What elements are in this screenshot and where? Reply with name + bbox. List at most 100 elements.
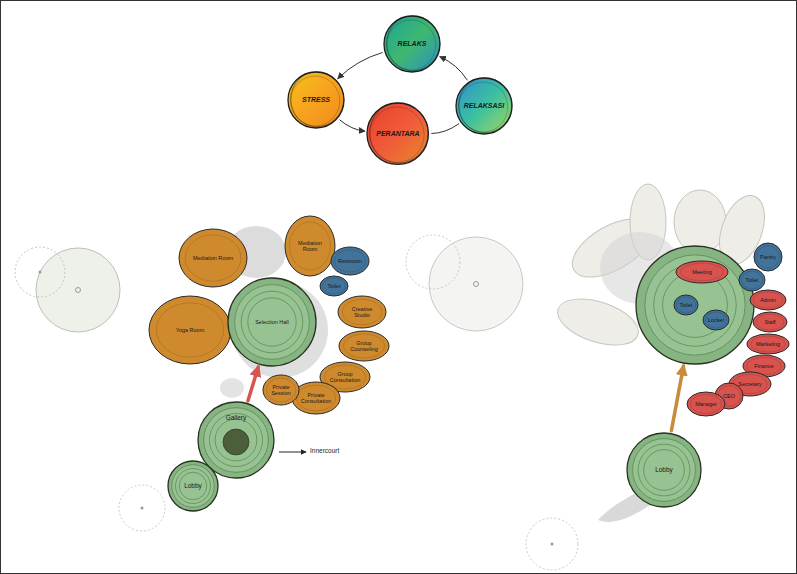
sketch-stroke xyxy=(459,82,508,132)
sketch-stroke xyxy=(291,76,340,126)
node-label: Yoga Room xyxy=(161,327,220,333)
office-bubble: Admin xyxy=(749,289,787,311)
room-bubble: Private Session xyxy=(262,374,300,406)
office-bubble: Meeting xyxy=(675,260,729,284)
text-group: Toilet xyxy=(324,283,345,289)
bubble-fill xyxy=(263,375,299,405)
sketch-stroke xyxy=(291,72,344,127)
sketch-stroke xyxy=(681,263,724,281)
text-group: RELAKSASI xyxy=(464,102,505,110)
flow-arrow xyxy=(248,367,258,401)
sketch-stroke xyxy=(387,20,436,70)
cycle-circle: STRESS xyxy=(287,71,345,129)
hall-circle: Selection Hall xyxy=(227,277,317,367)
service-bubble: Toilet xyxy=(319,275,349,297)
cycle-circle: PERANTARA xyxy=(366,102,429,165)
text-group: Lobby xyxy=(637,466,690,473)
node-label: Restroom xyxy=(336,258,364,264)
petal-shape xyxy=(674,190,726,254)
text-group: Meeting xyxy=(683,269,721,275)
sketch-stroke xyxy=(753,292,783,308)
text-group: Restroom xyxy=(336,258,364,264)
bubble-fill xyxy=(338,296,386,328)
sketch-stroke xyxy=(459,78,512,133)
sketch-stroke xyxy=(296,385,335,411)
bubble-fill xyxy=(739,269,765,291)
sketch-stroke xyxy=(387,16,440,71)
node-label: Group Consultation xyxy=(327,371,363,383)
text-group: Toilet xyxy=(677,302,695,308)
circle-fill xyxy=(456,78,512,134)
text-group: Marketing xyxy=(753,341,784,347)
tree-symbol xyxy=(36,248,120,332)
node-label: STRESS xyxy=(296,96,337,104)
text-group: Secretary xyxy=(735,381,766,387)
text-group: Gallery xyxy=(209,414,264,421)
bubble-fill xyxy=(149,296,231,364)
tree-symbol xyxy=(474,282,479,287)
text-group: Locker xyxy=(706,317,726,323)
ring-line xyxy=(241,291,303,353)
node-label: Marketing xyxy=(753,341,784,347)
node-label: Pantry xyxy=(758,254,779,260)
text-group: Pantry xyxy=(758,254,779,260)
node-label: Group Counseling xyxy=(346,340,382,352)
tree-symbol xyxy=(526,518,578,570)
sketch-stroke xyxy=(676,297,696,313)
flow-arrow xyxy=(671,366,683,431)
bubble-fill xyxy=(703,310,729,330)
sketch-stroke xyxy=(370,103,428,163)
office-bubble: Marketing xyxy=(746,333,790,355)
node-label: Meeting xyxy=(683,269,721,275)
sketch-stroke xyxy=(757,246,780,268)
text-group: Mediation Room xyxy=(189,255,238,261)
node-label: Secretary xyxy=(735,381,766,387)
node-label: Mediation Room xyxy=(292,240,328,252)
tree-symbol xyxy=(406,235,460,289)
text-group: Admin xyxy=(755,297,782,303)
bubble-fill xyxy=(331,247,369,275)
node-label: Locker xyxy=(706,317,726,323)
ring-fill xyxy=(627,433,701,507)
sketch-stroke xyxy=(690,394,721,413)
node-label: Selection Hall xyxy=(241,319,304,325)
cycle-circle: RELAKS xyxy=(383,15,441,73)
ring-fill xyxy=(168,461,218,511)
text-group: Yoga Room xyxy=(161,327,220,333)
area-label: Innercourt xyxy=(309,447,340,454)
tree-symbol xyxy=(15,247,65,297)
ring-fill xyxy=(228,278,316,366)
circle-fill xyxy=(384,16,440,72)
bubble-fill xyxy=(179,229,247,287)
node-label: Admin xyxy=(755,297,782,303)
bubble-fill xyxy=(339,331,389,361)
ring-line xyxy=(172,465,215,508)
sketch-stroke xyxy=(751,336,785,352)
bubble-fill xyxy=(754,243,782,271)
tree-symbol xyxy=(551,543,554,546)
sketch-stroke xyxy=(741,271,762,289)
ring-line xyxy=(235,285,310,360)
ring-line xyxy=(645,255,745,355)
innercourt-core xyxy=(223,429,249,455)
bubble-fill xyxy=(285,216,335,276)
lobby-circle: Lobby xyxy=(167,460,219,512)
service-bubble: Toilet xyxy=(673,294,699,316)
node-label: Toilet xyxy=(742,277,762,283)
room-bubble: Group Counseling xyxy=(338,330,390,362)
leader-line xyxy=(279,452,306,453)
flow-arrow xyxy=(338,53,382,79)
bubble-fill xyxy=(320,276,348,296)
node-label: Finance xyxy=(749,363,780,369)
circle-fill xyxy=(288,72,344,128)
text-group: Lobby xyxy=(175,482,211,489)
text-group: Staff xyxy=(757,319,782,325)
sketch-stroke xyxy=(344,334,385,358)
text-group: Creative Studio xyxy=(345,306,380,318)
cycle-circle: RELAKSASI xyxy=(455,77,513,135)
room-bubble: Mediation Room xyxy=(178,228,248,288)
bubble-fill xyxy=(292,382,340,414)
sketch-stroke xyxy=(705,312,726,328)
sketch-stroke xyxy=(156,303,223,357)
